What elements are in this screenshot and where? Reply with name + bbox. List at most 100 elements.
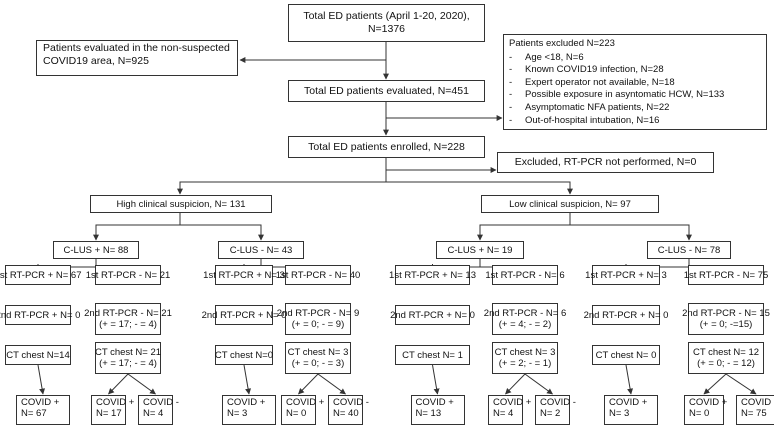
covid-outcome-line: COVID + — [21, 397, 60, 408]
connector-arrow — [386, 181, 573, 195]
c-lus-label: C-LUS - N= 43 — [229, 244, 293, 256]
high-suspicion-box: High clinical suspicion, N= 131 — [90, 195, 272, 213]
first-rtpcr-label: 1st RT-PCR - N= 21 — [85, 269, 171, 281]
second-rtpcr-box: 2nd RT-PCR + N= 0 — [390, 305, 475, 325]
covid-outcome-line: COVID + — [689, 397, 728, 408]
covid-outcome-line: COVID + — [415, 397, 454, 408]
covid-outcome-line: N= 3 — [609, 408, 630, 419]
covid-positive-box: COVID +N= 3 — [604, 395, 658, 425]
enrolled-label: Total ED patients enrolled, N=228 — [308, 140, 465, 153]
second-rtpcr-line: 2nd RT-PCR - N= 21 — [84, 308, 172, 319]
ct-chest-box: CT chest N= 3(+ = 0; - = 3) — [285, 342, 351, 374]
ct-chest-line: CT chest N= 1 — [402, 349, 463, 361]
ct-chest-line: CT chest N=0 — [214, 349, 274, 361]
first-rtpcr-label: 1st RT-PCR + N= 3 — [585, 269, 667, 281]
covid-outcome-line: N= 40 — [333, 408, 359, 419]
ct-chest-box: CT chest N= 21(+ = 17; - = 4) — [95, 342, 161, 374]
second-rtpcr-line: 2nd RT-PCR - N= 6 — [483, 308, 567, 319]
covid-outcome-line: N= 3 — [227, 408, 248, 419]
c-lus-box: C-LUS - N= 43 — [218, 241, 304, 259]
covid-positive-box: COVID +N= 4 — [488, 395, 531, 425]
evaluated-box: Total ED patients evaluated, N=451 — [288, 80, 485, 102]
covid-outcome-line: N= 2 — [540, 408, 561, 419]
first-rtpcr-label: 1st RT-PCR + N= 67 — [0, 269, 82, 281]
covid-outcome-line: N= 4 — [143, 408, 164, 419]
covid-outcome-line: COVID - — [333, 397, 369, 408]
first-rtpcr-label: 1st RT-PCR - N= 40 — [275, 269, 361, 281]
ct-chest-line: CT chest N= 0 — [595, 349, 657, 361]
c-lus-box: C-LUS + N= 19 — [436, 241, 524, 259]
first-rtpcr-box: 1st RT-PCR + N= 3 — [203, 265, 285, 285]
second-rtpcr-line: (+ = 4; - = 2) — [498, 319, 552, 330]
first-rtpcr-label: 1st RT-PCR - N= 75 — [683, 269, 769, 281]
ct-chest-box: CT chest N= 0 — [592, 345, 660, 365]
first-rtpcr-box: 1st RT-PCR + N= 67 — [0, 265, 81, 285]
covid-outcome-line: N= 17 — [96, 408, 122, 419]
second-rtpcr-line: (+ = 0; -=15) — [699, 319, 753, 330]
first-rtpcr-box: 1st RT-PCR - N= 21 — [86, 265, 170, 285]
first-rtpcr-label: 1st RT-PCR + N= 3 — [203, 269, 285, 281]
covid-positive-box: COVID +N= 0 — [684, 395, 728, 425]
second-rtpcr-line: 2nd RT-PCR - N= 15 — [682, 308, 770, 319]
c-lus-box: C-LUS - N= 78 — [647, 241, 731, 259]
first-rtpcr-box: 1st RT-PCR + N= 13 — [389, 265, 476, 285]
second-rtpcr-box: 2nd RT-PCR + N= 0 — [584, 305, 668, 325]
second-rtpcr-box: 2nd RT-PCR - N= 21(+ = 17; - = 4) — [84, 303, 172, 335]
connector-arrow — [317, 373, 346, 395]
covid-outcome-line: N= 13 — [415, 408, 442, 419]
high-suspicion-label: High clinical suspicion, N= 131 — [116, 198, 246, 210]
covid-outcome-line: N= 75 — [741, 408, 767, 419]
evaluated-label: Total ED patients evaluated, N=451 — [304, 84, 469, 97]
ct-chest-line: (+ = 0; - = 12) — [697, 358, 755, 369]
second-rtpcr-line: 2nd RT-PCR + N= 0 — [390, 309, 475, 321]
second-rtpcr-box: 2nd RT-PCR + N= 0 — [202, 305, 286, 325]
connector-arrow — [127, 373, 156, 395]
connector-arrow — [108, 373, 129, 395]
low-suspicion-label: Low clinical suspicion, N= 97 — [509, 198, 631, 210]
covid-outcome-line: COVID - — [143, 397, 179, 408]
low-suspicion-box: Low clinical suspicion, N= 97 — [481, 195, 659, 213]
second-rtpcr-line: 2nd RT-PCR + N= 0 — [583, 309, 669, 321]
excluded-item: Out-of-hospital intubation, N=16 — [509, 115, 761, 128]
ct-chest-box: CT chest N= 12(+ = 0; - = 12) — [688, 342, 764, 374]
non-suspected-line1: Patients evaluated in the non-suspected — [43, 42, 230, 54]
covid-positive-box: COVID +N= 67 — [16, 395, 70, 425]
covid-outcome-line: N= 67 — [21, 408, 47, 419]
connector-arrow — [505, 373, 526, 395]
total-line2: N=1376 — [367, 23, 406, 35]
second-rtpcr-line: 2nd RT-PCR - N= 9 — [276, 308, 360, 319]
covid-negative-box: COVID -N= 40 — [328, 395, 369, 425]
second-rtpcr-line: (+ = 17; - = 4) — [99, 319, 157, 330]
covid-negative-box: COVID -N= 4 — [138, 395, 179, 425]
first-rtpcr-label: 1st RT-PCR - N= 6 — [485, 269, 565, 281]
non-suspected-line2: COVID19 area, N=925 — [43, 55, 149, 67]
second-rtpcr-box: 2nd RT-PCR + N= 0 — [0, 305, 80, 325]
enrolled-box: Total ED patients enrolled, N=228 — [288, 136, 485, 158]
total-line1: Total ED patients (April 1-20, 2020), — [303, 10, 470, 22]
patients-excluded-box: Patients excluded N=223 Age <18, N=6 Kno… — [503, 34, 767, 130]
connector-arrow — [703, 373, 727, 395]
connector-arrow — [37, 364, 46, 395]
excluded-item: Asymptomatic NFA patients, N=22 — [509, 102, 761, 115]
non-suspected-box: Patients evaluated in the non-suspected … — [36, 40, 238, 76]
covid-outcome-line: N= 0 — [286, 408, 307, 419]
first-rtpcr-box: 1st RT-PCR - N= 75 — [684, 265, 768, 285]
ct-chest-line: (+ = 17; - = 4) — [99, 358, 157, 369]
ct-chest-box: CT chest N= 1 — [395, 345, 470, 365]
connector-arrow — [93, 213, 181, 241]
excluded-item: Expert operator not available, N=18 — [509, 77, 761, 90]
ct-chest-box: CT chest N= 3(+ = 2; - = 1) — [492, 342, 558, 374]
second-rtpcr-line: (+ = 0; - = 9) — [291, 319, 345, 330]
c-lus-box: C-LUS + N= 88 — [53, 241, 139, 259]
total-ed-patients-box: Total ED patients (April 1-20, 2020), N=… — [288, 4, 485, 42]
excluded-title: Patients excluded N=223 — [509, 38, 615, 49]
connector-arrow — [298, 373, 319, 395]
connector-arrow — [570, 224, 692, 241]
ct-chest-line: CT chest N= 21 — [94, 347, 162, 358]
excluded-item: Possible exposure in asyntomatic HCW, N=… — [509, 89, 761, 102]
covid-outcome-line: N= 0 — [689, 408, 710, 419]
connector-arrow — [243, 364, 252, 395]
first-rtpcr-box: 1st RT-PCR + N= 3 — [585, 265, 667, 285]
connector-arrow — [177, 170, 387, 195]
connector-arrow — [625, 364, 634, 395]
